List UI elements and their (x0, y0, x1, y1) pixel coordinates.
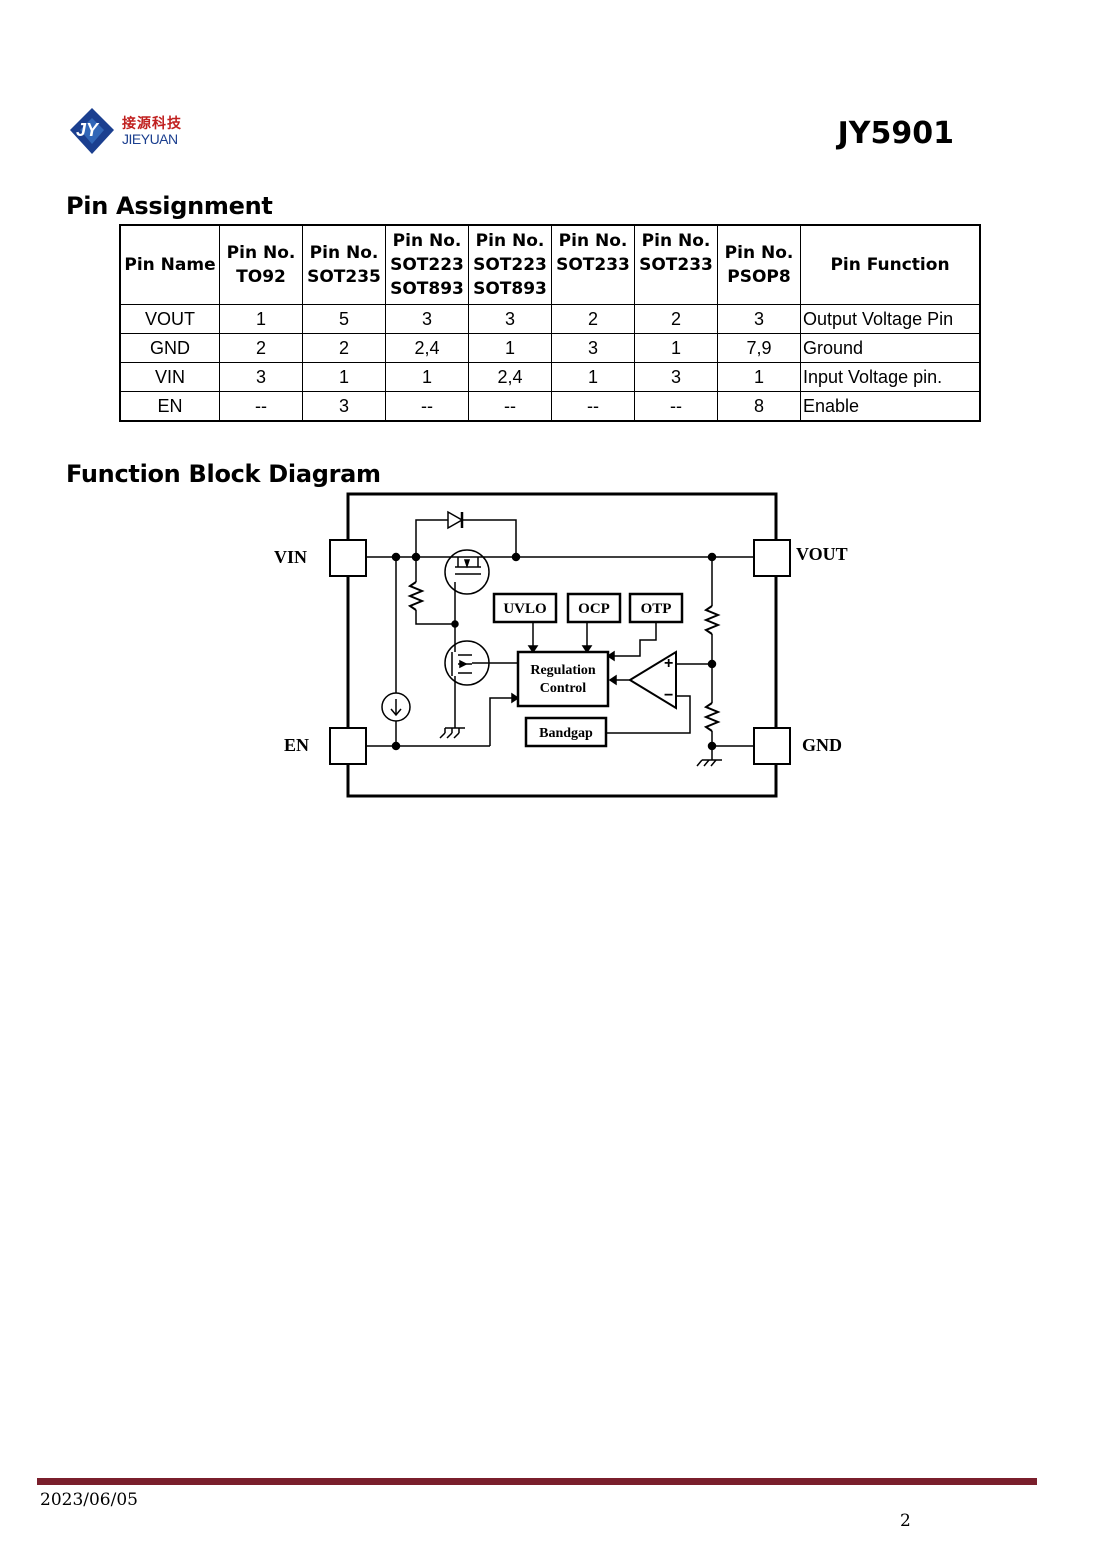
cell-sot223-b: 2,4 (468, 362, 552, 392)
col-header-psop8: Pin No.PSOP8 (717, 224, 801, 305)
logo-mark: JY (76, 120, 100, 140)
ocp-block (566, 592, 622, 624)
control-label: Control (540, 681, 587, 696)
col-header-pin-name: Pin Name (119, 224, 220, 305)
cell-to92: -- (219, 391, 303, 422)
cell-sot233-b: 3 (634, 362, 718, 392)
ocp-label: OCP (578, 601, 610, 617)
en-pad (329, 727, 367, 765)
cell-sot235: 2 (302, 333, 386, 363)
footer-rule (37, 1478, 1037, 1485)
cell-sot223-b: 1 (468, 333, 552, 363)
vout-pad (753, 539, 791, 577)
function-block-diagram: VIN EN VOUT GND UVLO OCP OTP Regulation … (274, 492, 848, 798)
cell-sot233-b: 2 (634, 304, 718, 334)
otp-block (628, 592, 684, 624)
resistor-icon (703, 702, 721, 732)
cell-psop8: 8 (717, 391, 801, 422)
cell-pin-name: GND (119, 333, 220, 363)
resistor-icon (407, 581, 425, 611)
table-row: EN -- 3 -- -- -- -- 8 Enable (119, 391, 981, 422)
otp-label: OTP (641, 601, 672, 617)
cell-psop8: 1 (717, 362, 801, 392)
logo-text-en: JIEYUAN (122, 131, 178, 147)
cell-pin-function: Output Voltage Pin (800, 304, 981, 334)
gnd-pad (753, 727, 791, 765)
table-row: GND 2 2 2,4 1 3 1 7,9 Ground (119, 333, 981, 363)
vin-pad (329, 539, 367, 577)
regulation-label: Regulation (530, 663, 596, 678)
cell-pin-name: EN (119, 391, 220, 422)
cell-pin-name: VOUT (119, 304, 220, 334)
cell-sot223-b: 3 (468, 304, 552, 334)
cell-sot233-a: -- (551, 391, 635, 422)
col-header-pin-function: Pin Function (800, 224, 981, 305)
error-amplifier-icon (628, 650, 677, 710)
logo-text-cn: 接源科技 (122, 116, 182, 132)
regulation-control-block (516, 650, 610, 708)
cell-pin-function: Ground (800, 333, 981, 363)
cell-sot223-a: 2,4 (385, 333, 469, 363)
cell-psop8: 3 (717, 304, 801, 334)
cell-sot233-a: 2 (551, 304, 635, 334)
cell-pin-function: Input Voltage pin. (800, 362, 981, 392)
pin-assignment-table: Pin Name Pin No.TO92 Pin No.SOT235 Pin N… (119, 224, 981, 422)
cell-sot223-a: 1 (385, 362, 469, 392)
cell-sot223-b: -- (468, 391, 552, 422)
table-header-row: Pin Name Pin No.TO92 Pin No.SOT235 Pin N… (119, 224, 981, 305)
pin-assignment-title: Pin Assignment (66, 192, 273, 220)
cell-sot233-a: 1 (551, 362, 635, 392)
bandgap-label: Bandgap (539, 726, 593, 741)
function-block-diagram-title: Function Block Diagram (66, 460, 381, 488)
cell-to92: 2 (219, 333, 303, 363)
gnd-label: GND (802, 735, 842, 755)
cell-pin-function: Enable (800, 391, 981, 422)
package-outline (346, 492, 778, 798)
cell-sot235: 5 (302, 304, 386, 334)
cell-sot235: 1 (302, 362, 386, 392)
cell-to92: 3 (219, 362, 303, 392)
cell-sot233-a: 3 (551, 333, 635, 363)
cell-psop8: 7,9 (717, 333, 801, 363)
pass-mosfet-icon (444, 549, 490, 595)
resistor-icon (703, 605, 721, 635)
vin-label: VIN (274, 547, 307, 567)
diode-loop (415, 519, 517, 557)
col-header-to92: Pin No.TO92 (219, 224, 303, 305)
cell-sot223-a: 3 (385, 304, 469, 334)
table-row: VIN 3 1 1 2,4 1 3 1 Input Voltage pin. (119, 362, 981, 392)
col-header-sot233-a: Pin No.SOT233 (551, 224, 635, 305)
footer-date: 2023/06/05 (40, 1490, 138, 1510)
bandgap-block (524, 716, 608, 748)
cell-sot233-b: -- (634, 391, 718, 422)
jieyuan-logo: JY (70, 108, 114, 154)
cell-sot223-a: -- (385, 391, 469, 422)
cell-sot233-b: 1 (634, 333, 718, 363)
uvlo-block (492, 592, 558, 624)
diode-icon (447, 510, 464, 530)
cell-sot235: 3 (302, 391, 386, 422)
cell-to92: 1 (219, 304, 303, 334)
col-header-sot235: Pin No.SOT235 (302, 224, 386, 305)
en-label: EN (284, 735, 309, 755)
col-header-sot233-b: Pin No.SOT233 (634, 224, 718, 305)
cell-pin-name: VIN (119, 362, 220, 392)
part-number: JY5901 (837, 116, 954, 151)
amp-plus-label: + (664, 655, 673, 672)
table-row: VOUT 1 5 3 3 2 2 3 Output Voltage Pin (119, 304, 981, 334)
page-number: 2 (900, 1511, 911, 1531)
amp-minus-label: − (664, 687, 673, 704)
vout-label: VOUT (796, 544, 848, 564)
uvlo-label: UVLO (503, 601, 546, 617)
